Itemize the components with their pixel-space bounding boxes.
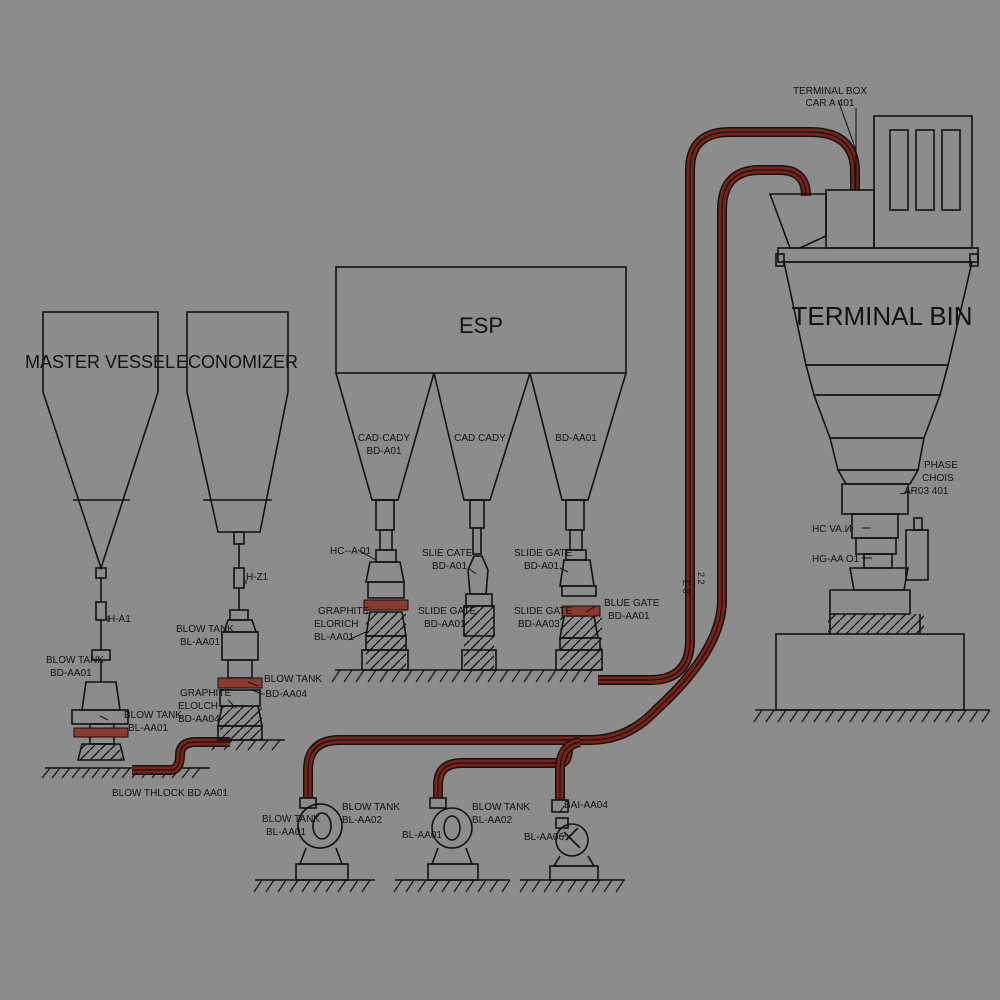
label-hg-aa01: HG-AA O1 [812, 554, 860, 565]
blow-tank-1 [295, 797, 349, 881]
label-bt2-bl-aa01: BL-AA01 [402, 830, 442, 841]
label-h-z1: H-Z1 [246, 572, 269, 583]
conveying-pipes [132, 127, 860, 800]
label-bt3-bai-aa04: BAI-AA04 [564, 800, 608, 811]
label-cad-cady-1: CAD·CADY [358, 433, 411, 444]
label-bt1-bl-aa02: BL-AA02 [342, 815, 382, 826]
label-pipe-tag-2: 2.2 [696, 572, 706, 585]
label-bd-a01: BD-A01 [366, 446, 401, 457]
label-bl-aa01-master: BL-AA01 [128, 723, 168, 734]
label-bt2-blow-tank: BLOW TANK [472, 802, 530, 813]
label-bt1-blow-tank-2: BLOW TANK [342, 802, 400, 813]
label-pipe-tag-1: E 8 [681, 580, 691, 594]
pipe-blow-throughlock [132, 737, 230, 775]
esp-outlet-2-hatch [464, 606, 494, 670]
label-bd-aa04: BD-AA04 [178, 714, 220, 725]
economizer-label: ECONOMIZER [176, 352, 298, 372]
economizer-base-hatch [220, 706, 262, 740]
label-bt2-bl-aa02: BL-AA02 [472, 815, 512, 826]
master-vessel-label: MASTER VESSEL [25, 352, 175, 372]
label-bl-aa01-eco: BL-AA01 [180, 637, 220, 648]
label-hc-valve: HC VA.И [812, 524, 852, 535]
label-blow-tank-eco: BLOW TANK [176, 624, 234, 635]
esp-outlet-3-hatch [560, 616, 602, 670]
label-blow-tank-master: BLOW TANK [46, 655, 104, 666]
pipe-blowtank-2 [433, 747, 573, 798]
label-bl-aa01-esp: BL-AA01 [314, 632, 354, 643]
economizer-flange [217, 677, 263, 689]
label-slide-gate-3: SLIDE GATE [514, 606, 572, 617]
esp-flange-1 [363, 599, 409, 611]
terminal-bin-base-hatch [828, 614, 924, 634]
label-bd-aa01-bg: BD-AA01 [608, 611, 650, 622]
label-bd-aa01-hopper: BD-AA01 [555, 433, 597, 444]
label-bt1-blow-tank: BLOW TANK [262, 814, 320, 825]
label-cad-cady-2: CAD CADY [454, 433, 506, 444]
label-blow-tank-2: BLOW TANK [124, 710, 182, 721]
label-bd-a01-c: BD-A01 [524, 561, 559, 572]
label-terminal-box: TERMINAL BOX [793, 86, 867, 97]
leader-lines [99, 99, 911, 837]
annotation-labels: TERMINAL BOX CAR A 401 CAD·CADY BD-A01 C… [46, 86, 958, 843]
label-slie-cate: SLIE CATE [422, 548, 473, 559]
label-hc-a01: HC--A 01 [330, 546, 372, 557]
esp-label: ESP [459, 313, 503, 338]
pipe-blowtanks-to-terminal [303, 165, 811, 798]
label-graphite-esp: GRAPHITE [318, 606, 369, 617]
ground-hatch [41, 669, 991, 893]
blow-tank-3 [549, 799, 599, 881]
pipe-esp-to-terminal [598, 127, 860, 685]
esp-outlet-1-hatch [366, 612, 406, 670]
label-bd-aa03: BD-AA03 [518, 619, 560, 630]
economizer-vessel [186, 311, 289, 741]
label-h-a1: H-A1 [108, 614, 131, 625]
label-blow-tank-eco-2: BLOW TANK [264, 674, 322, 685]
label-bt1-bl-aa01: BL-AA01 [266, 827, 306, 838]
label-phase: PHASE [924, 460, 958, 471]
pipe-blowtank-3 [555, 737, 582, 800]
label-bd-aa04-eco: -BD-AA04 [262, 689, 307, 700]
label-bd-aa01-sg: BD-AA01 [424, 619, 466, 630]
label-blue-gate: BLUE GATE [604, 598, 660, 609]
label-elorch: ELOLCH [178, 701, 218, 712]
label-terminal-box-tag: CAR A 401 [806, 98, 855, 109]
label-bd-a01-b: BD-A01 [432, 561, 467, 572]
label-slide-gate-1: SLIDE GATE [418, 606, 476, 617]
label-slide-gate-2: SLIDE GATE [514, 548, 572, 559]
terminal-bin-label: TERMINAL BIN [791, 301, 972, 331]
label-graphite-eco: GRAPHITE [180, 688, 231, 699]
master-vessel [42, 311, 159, 761]
label-ar03: AR03 401 [904, 486, 949, 497]
label-bt3-bl-aa06: BL-AA06 [524, 832, 564, 843]
master-flange [73, 727, 129, 738]
label-elorich: ELORICH [314, 619, 358, 630]
label-chois: CHOIS [922, 473, 954, 484]
label-bd-aa01-master: BD-AA01 [50, 668, 92, 679]
master-base-hatch [80, 744, 122, 760]
label-blow-throughlock: BLOW THLOCK BD AA01 [112, 788, 228, 799]
blow-tank-2 [427, 797, 479, 881]
